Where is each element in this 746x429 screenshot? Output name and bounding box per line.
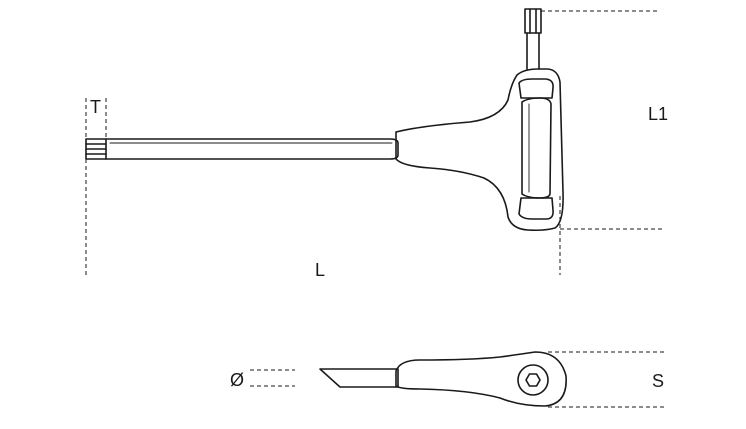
upper-torx-end — [524, 8, 542, 70]
t-handle-key-side-view — [319, 351, 567, 407]
label-diameter: Ø — [230, 370, 244, 390]
dimension-diameter — [250, 369, 295, 387]
dimension-l — [85, 159, 561, 275]
side-handle — [395, 351, 567, 407]
handle-inner-top — [518, 78, 554, 99]
shaft — [105, 138, 399, 160]
handle-inner-bottom — [518, 197, 554, 220]
label-t: T — [90, 97, 101, 117]
handle-outline — [395, 68, 564, 232]
torx-tip — [85, 138, 107, 160]
dimension-s — [548, 351, 664, 408]
hex-socket-icon — [517, 364, 549, 396]
dimension-l1 — [541, 10, 664, 230]
t-handle-key-front-view — [85, 8, 564, 232]
handle-grip-channel — [521, 97, 552, 199]
label-s: S — [652, 371, 664, 391]
label-l: L — [315, 260, 325, 280]
label-l1: L1 — [648, 104, 668, 124]
side-shaft — [319, 368, 399, 388]
